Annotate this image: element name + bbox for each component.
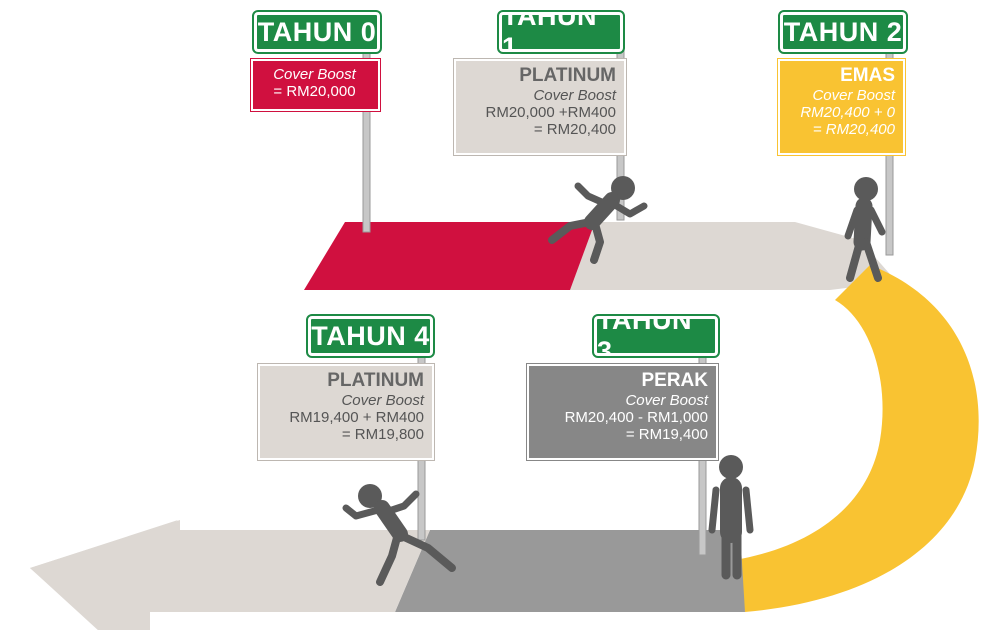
year1-info-box: PLATINUM Cover Boost RM20,000 +RM400 = R… bbox=[453, 58, 627, 156]
year1-sign-title: TAHUN 1 bbox=[497, 1, 625, 62]
year4-calculation: RM19,400 + RM400 bbox=[289, 409, 424, 426]
year0-info-box: Cover Boost = RM20,000 bbox=[250, 58, 381, 112]
running-person-2-icon bbox=[342, 484, 456, 586]
year2-info-box: EMAS Cover Boost RM20,400 + 0 = RM20,400 bbox=[777, 58, 906, 156]
year1-total: = RM20,400 bbox=[533, 121, 616, 138]
year0-road-segment bbox=[304, 222, 595, 290]
year4-total: = RM19,800 bbox=[341, 426, 424, 443]
year3-info-box: PERAK Cover Boost RM20,400 - RM1,000 = R… bbox=[526, 363, 719, 461]
year0-cover-label: Cover Boost bbox=[273, 66, 356, 83]
year0-sign-title: TAHUN 0 bbox=[252, 10, 382, 54]
year3-calculation: RM20,400 - RM1,000 bbox=[564, 409, 708, 426]
year0-value: = RM20,000 bbox=[273, 83, 356, 100]
year4-level: PLATINUM bbox=[327, 370, 424, 391]
running-person-icon bbox=[548, 176, 648, 264]
year3-road-segment bbox=[395, 530, 745, 612]
year1-calculation: RM20,000 +RM400 bbox=[485, 104, 617, 121]
standing-person-icon bbox=[708, 455, 754, 580]
year2-road-curve bbox=[735, 265, 979, 612]
year2-calculation: RM20,400 + 0 bbox=[800, 104, 895, 121]
upper-road-light bbox=[570, 222, 895, 290]
year2-cover-label: Cover Boost bbox=[812, 87, 895, 104]
year2-total: = RM20,400 bbox=[812, 121, 895, 138]
year4-cover-label: Cover Boost bbox=[341, 392, 424, 409]
year3-level: PERAK bbox=[641, 370, 708, 391]
year3-cover-label: Cover Boost bbox=[625, 392, 708, 409]
arrow-head bbox=[30, 520, 178, 630]
year1-level: PLATINUM bbox=[519, 65, 616, 86]
year3-sign-title: TAHUN 3 bbox=[592, 305, 720, 366]
year1-cover-label: Cover Boost bbox=[533, 87, 616, 104]
walking-person-icon bbox=[844, 177, 886, 282]
year3-total: = RM19,400 bbox=[625, 426, 708, 443]
year2-level: EMAS bbox=[840, 65, 895, 86]
year4-info-box: PLATINUM Cover Boost RM19,400 + RM400 = … bbox=[257, 363, 435, 461]
year2-sign-title: TAHUN 2 bbox=[778, 10, 908, 54]
year4-sign-title: TAHUN 4 bbox=[306, 314, 435, 358]
